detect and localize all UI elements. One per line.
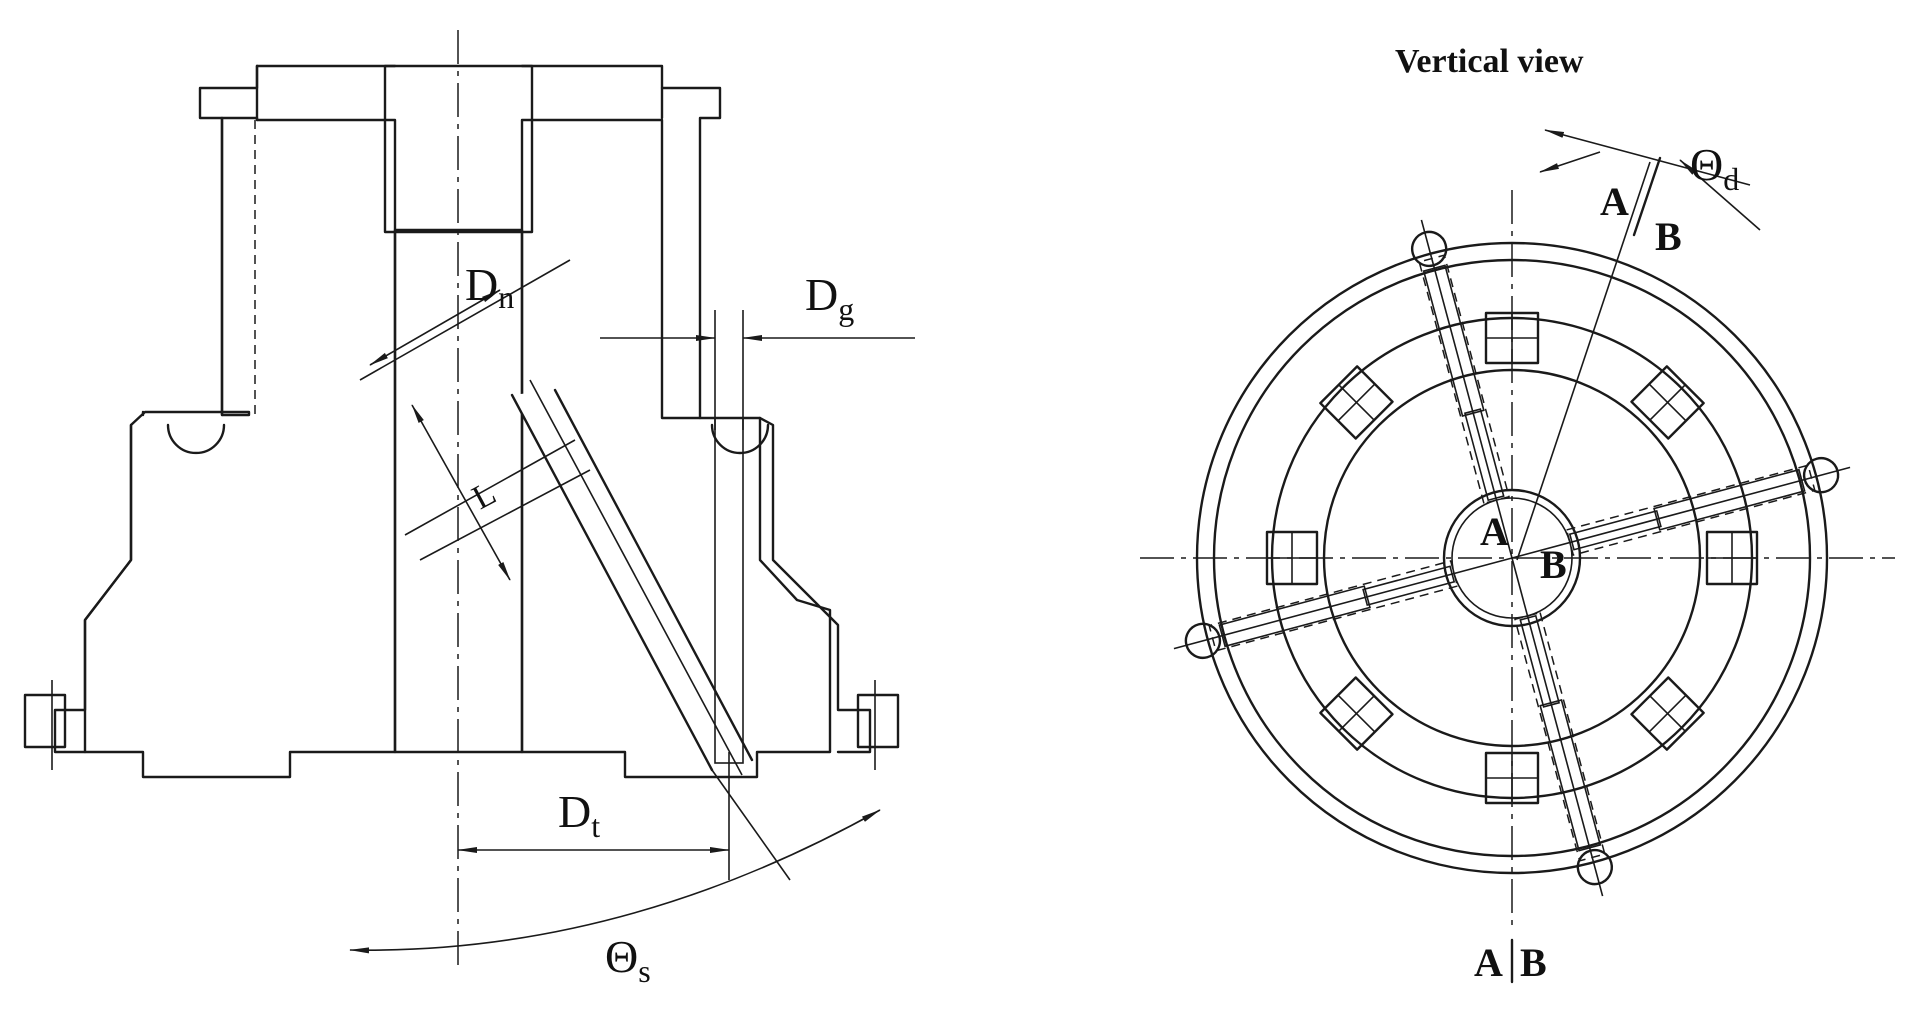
l-extension-2 bbox=[419, 469, 591, 561]
radial-hole-group bbox=[1173, 219, 1851, 897]
radial-hole bbox=[1173, 557, 1513, 660]
vertical-view-title: Vertical view bbox=[1395, 43, 1584, 80]
support-block bbox=[1484, 751, 1540, 805]
outer-profile-top bbox=[255, 64, 722, 420]
inclined-channel bbox=[512, 390, 752, 770]
support-block bbox=[1484, 311, 1540, 365]
section-label-b: B bbox=[1655, 214, 1682, 259]
support-block bbox=[1630, 676, 1705, 751]
lower-outline-right bbox=[758, 416, 872, 754]
support-block bbox=[1265, 530, 1319, 586]
td-label: Θd bbox=[1690, 139, 1739, 197]
block-group bbox=[1265, 311, 1759, 805]
channel-edge-2 bbox=[553, 388, 754, 762]
body-left-section bbox=[83, 116, 397, 779]
td-arc bbox=[1544, 129, 1751, 186]
section-line-b bbox=[1632, 156, 1662, 237]
body-right-section bbox=[520, 118, 832, 779]
bolt-lug-right bbox=[856, 693, 900, 749]
vertical-view bbox=[1140, 190, 1895, 925]
center-label-b: B bbox=[1540, 542, 1567, 587]
dt-label: Dt bbox=[558, 786, 600, 844]
bottom-label-a: A bbox=[1474, 940, 1503, 985]
dg-label: Dg bbox=[805, 269, 854, 327]
section-view bbox=[23, 30, 915, 970]
lower-outline-left bbox=[53, 410, 145, 754]
ts-extension bbox=[711, 769, 791, 881]
radial-hole bbox=[1410, 219, 1513, 559]
ts-label: Θs bbox=[605, 931, 651, 989]
bottom-label-b: B bbox=[1520, 940, 1547, 985]
channel-edge-1 bbox=[510, 393, 714, 772]
ts-arc bbox=[349, 809, 881, 954]
center-label-a: A bbox=[1480, 509, 1509, 554]
radial-hole bbox=[1511, 456, 1851, 559]
dn-arrow bbox=[369, 289, 501, 366]
support-block bbox=[1319, 365, 1394, 440]
support-block bbox=[1319, 676, 1394, 751]
groove-right bbox=[710, 423, 770, 455]
support-block bbox=[1705, 530, 1759, 586]
support-block bbox=[1630, 365, 1705, 440]
bolt-lug-left bbox=[23, 693, 67, 749]
section-label-a: A bbox=[1600, 179, 1629, 224]
groove-left bbox=[166, 423, 226, 455]
l-arrow bbox=[411, 404, 511, 581]
channel-mid-line bbox=[529, 379, 743, 776]
section-line-a bbox=[1516, 161, 1651, 561]
dn-label: Dn bbox=[465, 259, 514, 315]
td-arrow-2 bbox=[1679, 159, 1761, 231]
td-arrow bbox=[1539, 151, 1601, 173]
radial-hole bbox=[1511, 557, 1614, 897]
